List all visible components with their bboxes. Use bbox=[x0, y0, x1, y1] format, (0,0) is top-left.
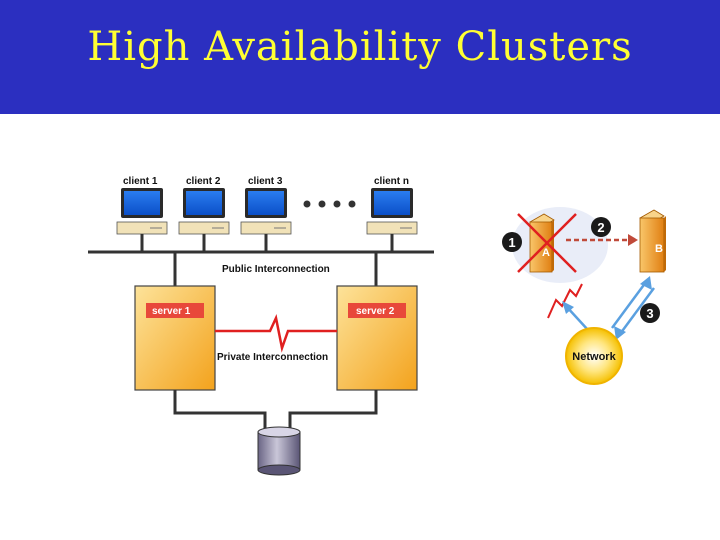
server-2 bbox=[336, 285, 418, 391]
client-1 bbox=[116, 188, 168, 235]
step-1-badge bbox=[502, 232, 522, 252]
shared-disk bbox=[257, 426, 301, 476]
step-2-badge bbox=[591, 217, 611, 237]
client-2 bbox=[178, 188, 230, 235]
slide-title: High Availability Clusters bbox=[87, 24, 633, 70]
public-interconnection-bus bbox=[88, 234, 434, 286]
network-node bbox=[565, 327, 623, 385]
private-interconnection-label: Private Interconnection bbox=[217, 352, 328, 363]
client-3-label: client 3 bbox=[248, 176, 283, 187]
client-1-label: client 1 bbox=[123, 176, 158, 187]
node-a bbox=[529, 213, 555, 273]
private-interconnection-link bbox=[215, 313, 337, 353]
node-a-label: A bbox=[542, 247, 550, 259]
step-1-label: 1 bbox=[508, 235, 515, 250]
client-3 bbox=[240, 188, 292, 235]
more-clients-ellipsis bbox=[303, 200, 356, 208]
broken-link bbox=[547, 283, 583, 319]
storage-links bbox=[173, 390, 378, 432]
server-2-label: server 2 bbox=[356, 306, 395, 317]
node-b bbox=[639, 209, 666, 273]
failover-inset: A B Network 1 bbox=[502, 207, 666, 385]
step-3-label: 3 bbox=[646, 306, 653, 321]
node-b-label: B bbox=[655, 243, 663, 255]
public-interconnection-label: Public Interconnection bbox=[222, 264, 330, 275]
network-to-b-link bbox=[610, 281, 648, 329]
title-bar: High Availability Clusters bbox=[0, 0, 720, 114]
network-label: Network bbox=[572, 351, 616, 363]
client-n-label: client n bbox=[374, 176, 409, 187]
client-n bbox=[366, 188, 418, 235]
server-1 bbox=[134, 285, 216, 391]
step-2-label: 2 bbox=[597, 220, 604, 235]
step-3-badge bbox=[640, 303, 660, 323]
server-1-label: server 1 bbox=[152, 306, 191, 317]
client-2-label: client 2 bbox=[186, 176, 221, 187]
